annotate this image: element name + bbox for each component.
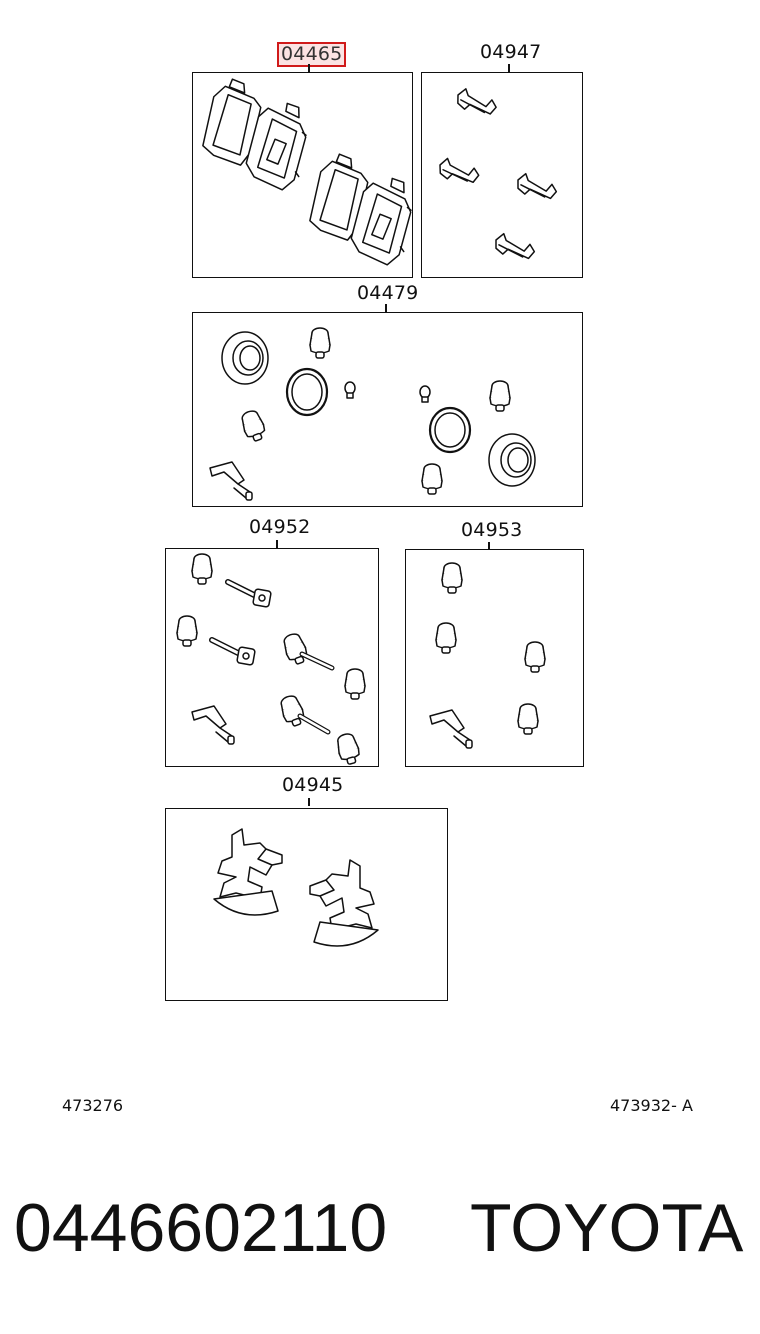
leader-tick (308, 64, 310, 72)
kit-box-cylinder[interactable] (192, 312, 583, 507)
kit-label-04479[interactable]: 04479 (357, 282, 419, 304)
kit-box-guide-left[interactable] (165, 548, 379, 767)
piston-seal-ring (489, 434, 535, 486)
part-number: 0446602110 (14, 1190, 388, 1266)
leader-tick (508, 64, 510, 72)
kit-box-guide-right[interactable] (405, 549, 584, 767)
kit-label-04945[interactable]: 04945 (282, 774, 344, 796)
leader-tick (385, 304, 387, 312)
kit-label-04465[interactable]: 04465 (277, 42, 347, 67)
leader-tick (488, 542, 490, 550)
kit-box-anti-squeal[interactable] (421, 72, 583, 278)
kit-label-04952[interactable]: 04952 (249, 516, 311, 538)
diagram-code-left: 473276 (62, 1096, 124, 1115)
leader-tick (276, 540, 278, 548)
kit-box-brake-pads[interactable] (192, 72, 413, 278)
kit-label-04953[interactable]: 04953 (461, 519, 523, 541)
kit-box-shims[interactable] (165, 808, 448, 1001)
brand-name: TOYOTA (470, 1190, 744, 1266)
diagram-code-right: 473932- A (610, 1096, 693, 1115)
kit-label-04947[interactable]: 04947 (480, 41, 542, 63)
piston-seal-ring (222, 332, 268, 384)
leader-tick (308, 798, 310, 806)
